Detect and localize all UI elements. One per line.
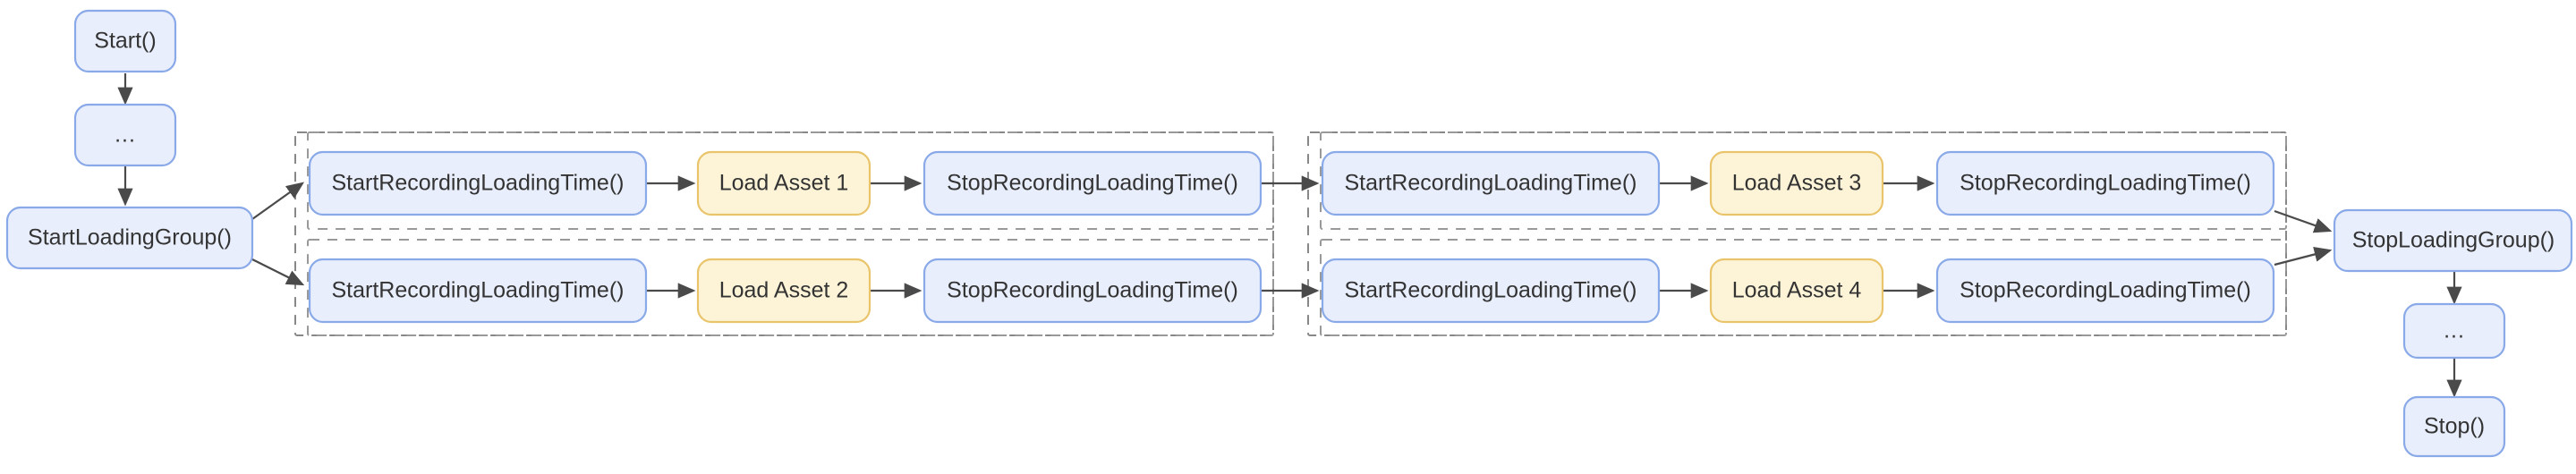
node-stop-label: Stop() [2424, 414, 2485, 439]
node-lane2-asset-label: Load Asset 2 [719, 278, 849, 303]
node-lane3-stop-recording-label: StopRecordingLoadingTime() [1960, 171, 2251, 196]
node-lane4-stop-recording[interactable]: StopRecordingLoadingTime() [1935, 258, 2275, 324]
edge-startgroup-to-lane2 [251, 258, 305, 286]
lane-box-1 [307, 131, 1274, 230]
node-lane3-start-recording-label: StartRecordingLoadingTime() [1344, 171, 1637, 196]
node-lane4-start-recording[interactable]: StartRecordingLoadingTime() [1321, 258, 1661, 324]
node-start-label: Start() [94, 29, 156, 54]
node-lane2-start-recording[interactable]: StartRecordingLoadingTime() [308, 258, 648, 324]
group-container-2 [1307, 131, 2287, 336]
node-lane1-asset-label: Load Asset 1 [719, 171, 849, 196]
edge-lane4-to-stopgroup [2274, 247, 2333, 267]
node-start-loading-group-label: StartLoadingGroup() [28, 225, 232, 250]
node-lane1-stop-recording-label: StopRecordingLoadingTime() [947, 171, 1238, 196]
node-lane1-stop-recording[interactable]: StopRecordingLoadingTime() [922, 150, 1262, 216]
node-lane3-stop-recording[interactable]: StopRecordingLoadingTime() [1935, 150, 2275, 216]
node-lane2-stop-recording-label: StopRecordingLoadingTime() [947, 278, 1238, 303]
node-lane4-start-recording-label: StartRecordingLoadingTime() [1344, 278, 1637, 303]
node-lane2-start-recording-label: StartRecordingLoadingTime() [331, 278, 624, 303]
node-exit-ellipsis[interactable]: ... [2402, 302, 2506, 360]
node-lane2-stop-recording[interactable]: StopRecordingLoadingTime() [922, 258, 1262, 324]
lane-box-3 [1320, 131, 2287, 230]
node-entry-ellipsis-label: ... [115, 123, 136, 148]
node-lane1-asset[interactable]: Load Asset 1 [696, 150, 871, 216]
node-exit-ellipsis-label: ... [2444, 318, 2465, 343]
node-lane3-asset-label: Load Asset 3 [1732, 171, 1862, 196]
node-lane3-asset[interactable]: Load Asset 3 [1709, 150, 1884, 216]
lane-box-2 [307, 239, 1274, 336]
edge-lane3-to-stopgroup [2274, 209, 2333, 233]
node-lane2-asset[interactable]: Load Asset 2 [696, 258, 871, 324]
node-entry-ellipsis[interactable]: ... [73, 103, 177, 167]
node-lane4-asset-label: Load Asset 4 [1732, 278, 1862, 303]
node-lane4-asset[interactable]: Load Asset 4 [1709, 258, 1884, 324]
node-lane4-stop-recording-label: StopRecordingLoadingTime() [1960, 278, 2251, 303]
group-container-1 [294, 131, 1274, 336]
node-stop-loading-group[interactable]: StopLoadingGroup() [2333, 208, 2573, 273]
node-stop-loading-group-label: StopLoadingGroup() [2352, 228, 2555, 253]
node-start[interactable]: Start() [73, 9, 177, 73]
edge-startgroup-to-lane1 [251, 182, 305, 220]
node-lane1-start-recording-label: StartRecordingLoadingTime() [331, 171, 624, 196]
lane-box-4 [1320, 239, 2287, 336]
node-lane1-start-recording[interactable]: StartRecordingLoadingTime() [308, 150, 648, 216]
node-lane3-start-recording[interactable]: StartRecordingLoadingTime() [1321, 150, 1661, 216]
node-start-loading-group[interactable]: StartLoadingGroup() [5, 206, 254, 270]
node-stop[interactable]: Stop() [2402, 395, 2506, 458]
